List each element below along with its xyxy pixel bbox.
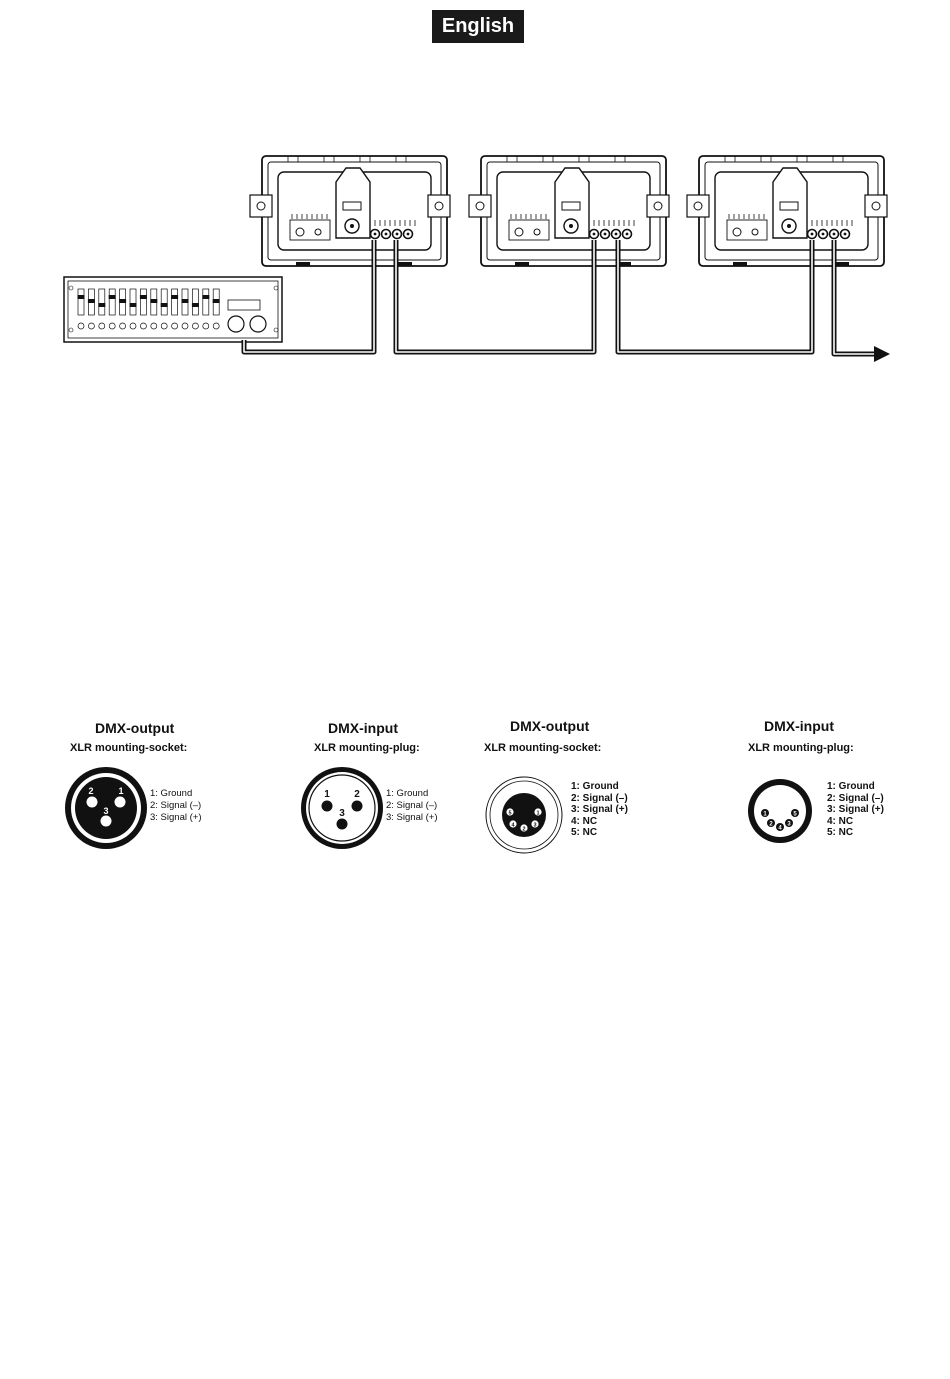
connector-subtitle: XLR mounting-socket: <box>70 742 188 754</box>
pin-assignment: 3: Signal (+) <box>150 812 202 823</box>
svg-text:1: 1 <box>763 811 767 817</box>
svg-text:4: 4 <box>511 822 515 828</box>
svg-text:2: 2 <box>88 786 93 796</box>
pin-assignment: 1: Ground <box>571 781 619 792</box>
flash-button <box>129 322 137 330</box>
svg-text:4: 4 <box>778 825 782 831</box>
pin-assignment: 5: NC <box>827 827 854 838</box>
dmx-controller <box>63 276 283 343</box>
language-badge: English <box>432 10 524 43</box>
svg-text:1: 1 <box>536 810 539 816</box>
pin-assignment: 2: Signal (–) <box>386 800 438 811</box>
pin-assignment: 2: Signal (–) <box>150 800 202 811</box>
pin-assignment: 1: Ground <box>827 781 875 792</box>
controller-faders <box>77 288 220 330</box>
connector-subtitle: XLR mounting-socket: <box>484 742 602 754</box>
connector-title: DMX-input <box>764 718 834 734</box>
fader-slot <box>192 288 199 316</box>
dmx-cable-chain-inner <box>243 240 876 355</box>
connector-subtitle: XLR mounting-plug: <box>748 742 854 754</box>
fader-knob <box>171 295 179 299</box>
svg-text:2: 2 <box>769 821 773 827</box>
svg-text:5: 5 <box>793 811 797 817</box>
pin-assignment: 2: Signal (–) <box>571 792 628 804</box>
fader-knob <box>87 299 95 303</box>
fader-knob <box>160 303 168 307</box>
pin-assignment: 4: NC <box>827 815 854 827</box>
fader-knob <box>129 303 137 307</box>
pin-assignment: 5: NC <box>571 827 598 838</box>
connector-title: DMX-output <box>510 718 590 734</box>
svg-text:2: 2 <box>522 826 525 832</box>
svg-text:1: 1 <box>118 786 123 796</box>
xlr-5-socket-icon: 5 1 4 3 2 <box>485 776 563 854</box>
connector-title: DMX-input <box>328 720 398 736</box>
fixtures <box>249 155 888 267</box>
flash-button <box>119 322 126 330</box>
fader-slot <box>171 288 178 316</box>
flash-button <box>88 322 95 330</box>
flash-button <box>77 322 85 330</box>
connector-title: DMX-output <box>95 720 175 736</box>
pin-assignment: 1: Ground <box>150 788 193 799</box>
pin-assignment: 3: Signal (+) <box>386 812 438 823</box>
xlr-3-socket-icon: 2 13 <box>65 767 147 849</box>
fader-knob <box>77 295 85 299</box>
flash-button <box>150 322 158 330</box>
fader-knob <box>98 303 106 307</box>
svg-text:3: 3 <box>533 822 536 828</box>
fader-knob <box>108 295 116 299</box>
fader-knob <box>119 299 127 303</box>
fader-slot <box>77 288 85 316</box>
pin-assignment: 1: Ground <box>386 788 429 799</box>
svg-text:3: 3 <box>103 806 108 816</box>
pin-assignment: 3: Signal (+) <box>571 804 628 815</box>
fixture <box>468 155 670 267</box>
fader-slot <box>140 288 147 316</box>
svg-text:2: 2 <box>354 789 360 800</box>
pin-assignment: 3: Signal (+) <box>827 804 884 815</box>
fader-knob <box>191 303 199 307</box>
svg-text:5: 5 <box>508 810 511 816</box>
flash-button <box>108 322 116 330</box>
flash-button <box>98 322 106 330</box>
chain-continue-arrow <box>874 346 890 362</box>
connector-subtitle: XLR mounting-plug: <box>314 742 420 754</box>
fixture <box>249 155 451 267</box>
xlr-3-plug-icon: 1 23 <box>301 767 383 849</box>
dmx-wiring-diagram <box>63 155 890 362</box>
svg-text:3: 3 <box>787 821 791 827</box>
fader-knob <box>150 299 158 303</box>
flash-button <box>212 322 220 330</box>
flash-button <box>192 322 199 330</box>
fader-knob <box>202 295 210 299</box>
flash-button <box>140 322 147 330</box>
fader-knob <box>212 299 220 303</box>
flash-button <box>181 322 189 330</box>
flash-button <box>171 322 178 330</box>
xlr-5-plug-icon: 1 5 2 34 <box>748 779 812 843</box>
flash-button <box>160 322 168 330</box>
fader-slot <box>129 288 137 316</box>
fader-slot <box>108 288 116 316</box>
fader-slot <box>160 288 168 316</box>
pin-assignment: 4: NC <box>571 815 598 827</box>
fader-knob <box>139 295 147 299</box>
fixture <box>686 155 888 267</box>
fader-slot <box>202 288 210 316</box>
pin-assignment: 2: Signal (–) <box>827 792 884 804</box>
fader-knob <box>181 299 189 303</box>
svg-text:3: 3 <box>339 808 345 819</box>
fader-slot <box>98 288 106 316</box>
flash-button <box>202 322 210 330</box>
svg-text:1: 1 <box>324 789 330 800</box>
